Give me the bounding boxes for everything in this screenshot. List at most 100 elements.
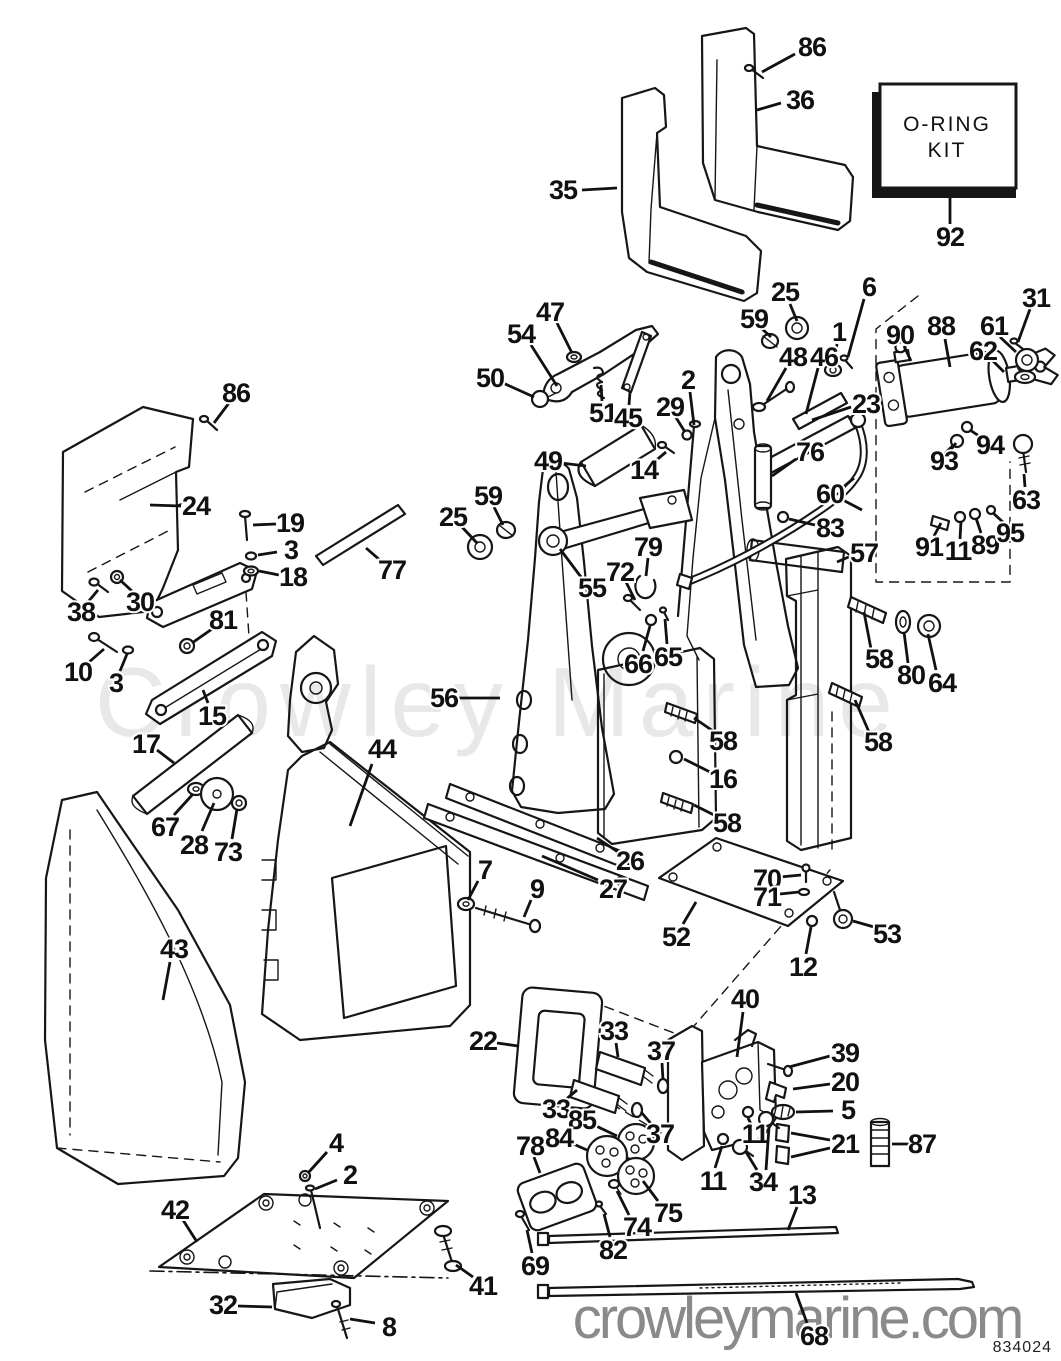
leader-line-35 bbox=[581, 186, 618, 192]
leader-line-3 bbox=[257, 550, 278, 557]
callout-8: 8 bbox=[382, 1312, 397, 1342]
oring-kit-line1: O-RING bbox=[903, 113, 991, 136]
leader-line-39 bbox=[788, 1054, 831, 1069]
callout-59: 59 bbox=[474, 481, 503, 511]
callout-20: 20 bbox=[831, 1067, 859, 1097]
inner-transom-plate-44 bbox=[260, 634, 472, 1042]
oring-kit-line2: KIT bbox=[928, 139, 967, 162]
screw-8-icon bbox=[330, 1299, 351, 1340]
leader-line-86 bbox=[212, 402, 231, 424]
callout-61: 61 bbox=[980, 311, 1009, 341]
reservoir-rod-33b bbox=[568, 1078, 628, 1115]
leader-line-58 bbox=[853, 699, 871, 733]
leader-line-60 bbox=[840, 476, 855, 491]
callout-29: 29 bbox=[656, 392, 685, 422]
valve-34b-icon bbox=[757, 1110, 781, 1130]
leader-line-11 bbox=[746, 1117, 753, 1125]
leader-line-31 bbox=[1016, 308, 1032, 343]
leader-line-14 bbox=[652, 450, 667, 465]
leader-line-50 bbox=[502, 381, 535, 399]
manifold-40 bbox=[666, 1024, 778, 1162]
leader-line-40 bbox=[735, 1011, 745, 1058]
leader-line-71 bbox=[779, 890, 800, 896]
leader-line-15 bbox=[201, 689, 210, 704]
leader-line-75 bbox=[641, 1180, 660, 1202]
callout-53: 53 bbox=[873, 919, 902, 949]
callout-6: 6 bbox=[862, 272, 877, 302]
access-plate-52 bbox=[657, 836, 845, 928]
leader-line-4 bbox=[306, 1151, 329, 1174]
callout-30: 30 bbox=[126, 587, 154, 617]
washer-80-icon bbox=[894, 609, 912, 635]
leader-line-63 bbox=[1022, 473, 1027, 488]
callout-62: 62 bbox=[969, 336, 997, 366]
leader-line-94 bbox=[969, 428, 983, 440]
bolt-38-icon bbox=[88, 577, 110, 594]
tie-strap-13 bbox=[536, 1225, 840, 1247]
callout-47: 47 bbox=[536, 297, 564, 327]
leader-line-60 bbox=[840, 497, 863, 512]
rod-77-icon bbox=[314, 503, 407, 567]
screw-6-icon bbox=[839, 354, 854, 370]
bolt-53-icon bbox=[832, 890, 854, 930]
leader-line-62 bbox=[990, 358, 1005, 373]
washer-3b-icon bbox=[121, 645, 135, 655]
callout-67: 67 bbox=[151, 812, 179, 842]
leader-line-8 bbox=[349, 1317, 376, 1325]
leader-line-37 bbox=[660, 1062, 665, 1081]
leader-line-18 bbox=[258, 569, 280, 577]
callout-37: 37 bbox=[647, 1036, 675, 1066]
leader-line-64 bbox=[926, 633, 938, 671]
leader-line-48 bbox=[765, 367, 788, 402]
thrust-disc-28-icon bbox=[199, 776, 235, 812]
leader-line-61 bbox=[999, 335, 1017, 354]
callout-66: 66 bbox=[624, 649, 653, 679]
callout-80: 80 bbox=[897, 660, 925, 690]
callout-84: 84 bbox=[545, 1123, 574, 1153]
washer-1-icon bbox=[823, 362, 843, 378]
leader-line-1 bbox=[832, 343, 839, 365]
pad-32 bbox=[271, 1277, 352, 1320]
screw-86-left-icon bbox=[198, 414, 219, 432]
leader-line-55 bbox=[558, 548, 583, 578]
callout-12: 12 bbox=[789, 952, 817, 982]
pin-82-icon bbox=[594, 1200, 608, 1216]
leader-line-74 bbox=[615, 1190, 631, 1216]
leader-line-34 bbox=[744, 1151, 759, 1171]
leader-line-32 bbox=[237, 1304, 273, 1309]
callout-32: 32 bbox=[209, 1290, 237, 1320]
callout-16: 16 bbox=[709, 764, 738, 794]
leader-line-70 bbox=[779, 873, 802, 879]
leader-line-36 bbox=[756, 101, 782, 112]
callout-45: 45 bbox=[614, 403, 643, 433]
pin-65-icon bbox=[658, 606, 670, 622]
callout-37: 37 bbox=[646, 1119, 674, 1149]
leader-line-54 bbox=[529, 344, 559, 387]
callout-46: 46 bbox=[810, 342, 839, 372]
callout-74: 74 bbox=[623, 1212, 652, 1242]
callout-55: 55 bbox=[578, 573, 607, 603]
leader-line-76 bbox=[771, 457, 797, 478]
stern-cover-port-35 bbox=[620, 86, 763, 303]
oring-11a-icon bbox=[953, 510, 967, 524]
leader-line-46 bbox=[804, 367, 820, 415]
callout-25: 25 bbox=[771, 277, 800, 307]
leader-line-34 bbox=[764, 1126, 771, 1171]
callout-18: 18 bbox=[279, 562, 308, 592]
callout-33: 33 bbox=[600, 1016, 629, 1046]
callout-27: 27 bbox=[599, 874, 627, 904]
callout-89: 89 bbox=[971, 530, 1000, 560]
callout-65: 65 bbox=[654, 642, 683, 672]
gasket-22 bbox=[512, 986, 604, 1110]
callout-41: 41 bbox=[469, 1271, 498, 1301]
pin-46-icon bbox=[791, 391, 849, 431]
tie-strap-68 bbox=[536, 1277, 976, 1300]
callout-82: 82 bbox=[599, 1235, 627, 1265]
leader-line-29 bbox=[673, 415, 687, 433]
leader-line-43 bbox=[161, 961, 172, 1001]
nut-64-icon bbox=[916, 613, 942, 639]
washer-29-icon bbox=[681, 429, 693, 441]
callout-87: 87 bbox=[908, 1129, 936, 1159]
